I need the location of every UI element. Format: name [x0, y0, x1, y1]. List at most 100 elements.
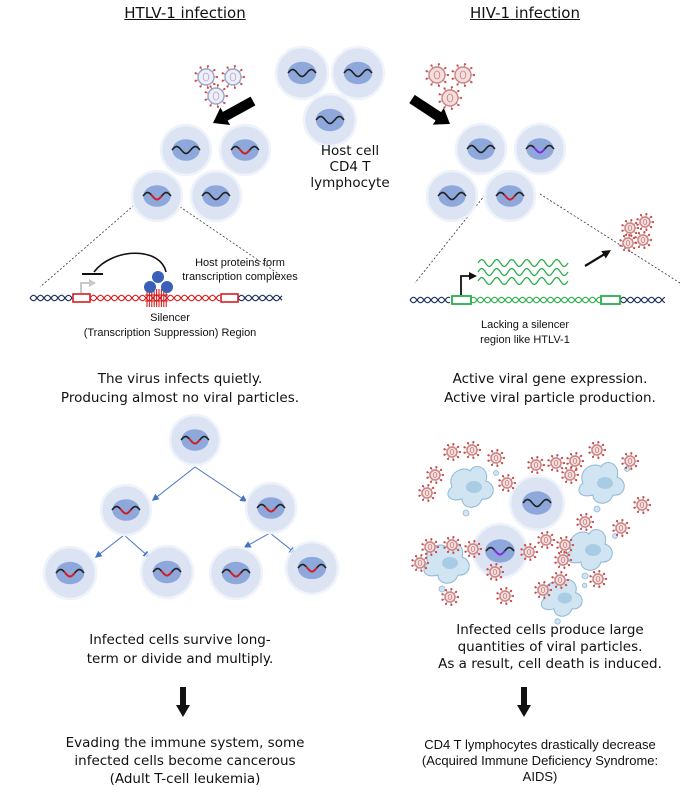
virus-spike-tip	[565, 536, 568, 539]
hiv-virus-particle	[554, 551, 573, 569]
dying-cell-fragment	[597, 477, 613, 489]
virus-spike-tip	[446, 550, 450, 554]
virus-spike-tip	[507, 489, 510, 492]
virus-spike-tip	[561, 476, 564, 479]
hiv-virus-particle	[464, 540, 483, 558]
division-arrow	[194, 466, 248, 502]
virus-spike-tip	[438, 100, 441, 103]
zoom-guide-line	[539, 193, 681, 284]
cell-membrane	[513, 122, 567, 176]
virus-capsid	[553, 460, 559, 466]
virus-capsid	[502, 593, 508, 599]
virus-spike-tip	[456, 64, 459, 67]
inactive-promoter-arrowhead	[89, 279, 96, 287]
cell-membrane	[425, 169, 479, 223]
virus-spike-tip	[630, 234, 633, 237]
virus-spike-tip	[554, 561, 557, 564]
virus-spike-tip	[647, 509, 650, 512]
virus-capsid	[640, 237, 646, 243]
virus-spike-tip	[636, 218, 639, 221]
virus-capsid	[557, 577, 563, 583]
virus-spike-tip	[473, 540, 476, 543]
release-arrow-icon	[584, 250, 612, 267]
virus-spike-tip	[570, 466, 573, 469]
virus-spike-tip	[636, 510, 640, 514]
virus-spike-tip	[443, 87, 446, 90]
virus-spike-tip	[565, 584, 568, 587]
virus-spike-tip	[443, 448, 446, 451]
virus-spike-tip	[649, 238, 653, 242]
virus-spike-tip	[446, 73, 450, 77]
virus-spike-tip	[570, 538, 573, 541]
virus-spike-tip	[636, 496, 640, 500]
hiv-virus-particle	[421, 538, 440, 556]
virus-spike-tip	[643, 231, 646, 234]
virus-spike-tip	[604, 577, 608, 581]
virus-spike-tip	[233, 65, 237, 68]
integrated-htlv-provirus	[238, 148, 251, 155]
virus-spike-tip	[425, 77, 428, 80]
virus-spike-tip	[589, 575, 592, 578]
virus-spike-tip	[444, 602, 448, 606]
hiv-infection-arrow	[409, 94, 450, 125]
virus-spike-tip	[645, 228, 648, 231]
virus-spike-tip	[598, 570, 601, 573]
virus-envelope	[424, 541, 436, 553]
arrow-icon	[409, 94, 450, 125]
virus-spike-tip	[552, 538, 556, 542]
virus-spike-tip	[204, 91, 207, 94]
hiv-ltr-box	[600, 295, 621, 305]
viral-rna-transcript	[477, 267, 569, 277]
virus-spike-tip	[568, 564, 571, 567]
virus-spike-tip	[501, 488, 505, 492]
virus-capsid	[526, 549, 532, 555]
cd4-t-cell	[189, 169, 243, 223]
virus-spike-tip	[499, 587, 503, 591]
virus-spike-tip	[470, 66, 473, 70]
virus-spike-tip	[464, 550, 467, 553]
virus-spike-tip	[216, 84, 220, 87]
cell-nucleus	[297, 556, 327, 580]
virus-spike-tip	[635, 454, 638, 457]
virus-spike-tip	[505, 587, 508, 590]
cell-nucleus	[112, 499, 140, 521]
virus-spike-tip	[563, 566, 566, 569]
virus-spike-tip	[547, 459, 550, 462]
virus-envelope	[421, 487, 433, 499]
virus-spike-tip	[551, 581, 554, 584]
virus-capsid	[449, 449, 455, 455]
virus-spike-tip	[440, 468, 443, 471]
cell-debris	[493, 470, 499, 476]
virus-spike-tip	[621, 224, 624, 227]
virus-spike-tip	[414, 554, 418, 558]
virus-spike-tip	[579, 513, 583, 517]
virus-spike-tip	[430, 64, 433, 67]
virus-spike-tip	[240, 82, 243, 86]
virus-envelope	[637, 234, 649, 246]
virus-spike-tip	[580, 454, 583, 457]
virus-spike-tip	[221, 79, 224, 82]
cd4-t-cell	[483, 169, 537, 223]
cd4-t-cell	[454, 122, 508, 176]
virus-spike-tip	[536, 471, 539, 474]
htlv-virus-particle	[221, 65, 246, 89]
virus-spike-tip	[458, 543, 462, 547]
virus-spike-tip	[425, 567, 428, 570]
virus-spike-tip	[420, 569, 423, 572]
virus-spike-tip	[650, 226, 653, 229]
virus-capsid	[459, 70, 467, 80]
virus-spike-tip	[421, 543, 424, 546]
cd4-t-cell	[218, 123, 272, 177]
cd4-t-cell	[130, 169, 184, 223]
hiv-virus-particle	[547, 454, 566, 472]
virus-spike-tip	[463, 63, 467, 66]
virus-spike-tip	[443, 546, 446, 549]
virus-spike-tip	[204, 98, 207, 101]
virus-spike-tip	[520, 548, 523, 551]
virus-spike-tip	[441, 593, 444, 596]
virus-envelope	[624, 222, 636, 234]
virus-spike-tip	[603, 448, 607, 452]
virus-envelope	[639, 216, 651, 228]
htlv-title: HTLV-1 infection	[124, 4, 246, 22]
virus-spike-tip	[435, 540, 438, 543]
